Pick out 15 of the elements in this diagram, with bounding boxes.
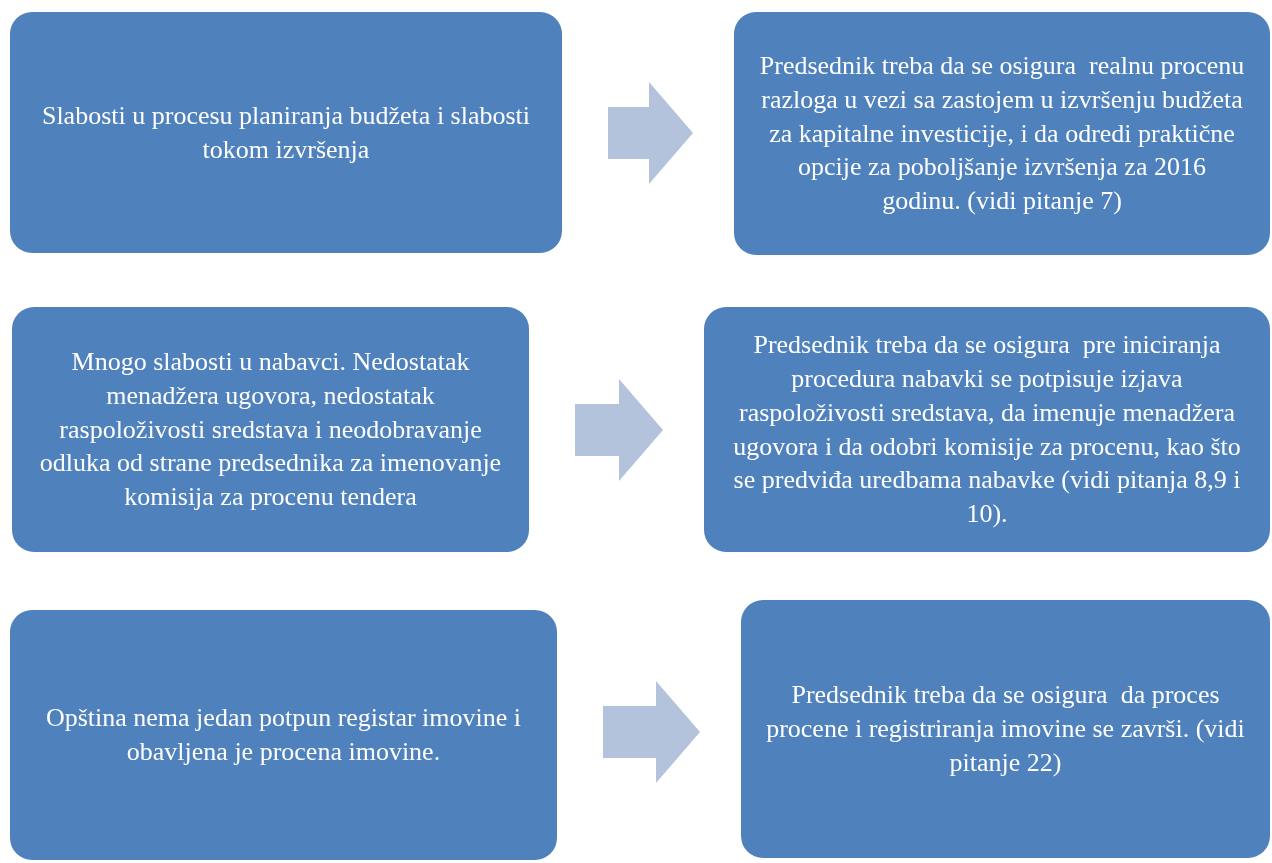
box-text: Predsednik treba da se osigura pre iniciranja procedura nabavki se potpisuje izjava raspoloživosti sredstava, da imenuje menadžera ugovora i da odobri komisije za procenu, kao što se predviđa uredbama nabavke (vidi pitanja 8,9 i 10). xyxy=(732,329,1242,531)
text-box xyxy=(12,307,529,552)
box-text: Predsednik treba da se osigura realnu procenu razloga u vezi sa zastojem u izvršenju budžeta za kapitalne investicije, i da odredi praktične opcije za poboljšanje izvršenja za 2016 godinu. (vidi pitanje 7) xyxy=(758,50,1246,218)
text-box xyxy=(704,307,1270,552)
text-box xyxy=(734,12,1270,255)
text-box xyxy=(10,610,557,860)
box-text: Opština nema jedan potpun registar imovine i obavljena je procena imovine. xyxy=(44,702,523,768)
box-text: Slabosti u procesu planiranja budžeta i slabosti tokom izvršenja xyxy=(40,99,532,166)
block-arrow xyxy=(603,681,700,783)
text-box xyxy=(10,12,562,253)
block-arrow xyxy=(575,379,663,481)
text-box xyxy=(741,600,1270,858)
block-arrow xyxy=(608,82,693,184)
box-text: Mnogo slabosti u nabavci. Nedostatak menadžera ugovora, nedostatak raspoloživosti sredstava i neodobravanje odluka od strane predsednika za imenovanje komisija za procenu tendera xyxy=(38,346,503,514)
box-text: Predsednik treba da se osigura da proces procene i registriranja imovine se završi. (vidi pitanje 22) xyxy=(765,679,1246,779)
